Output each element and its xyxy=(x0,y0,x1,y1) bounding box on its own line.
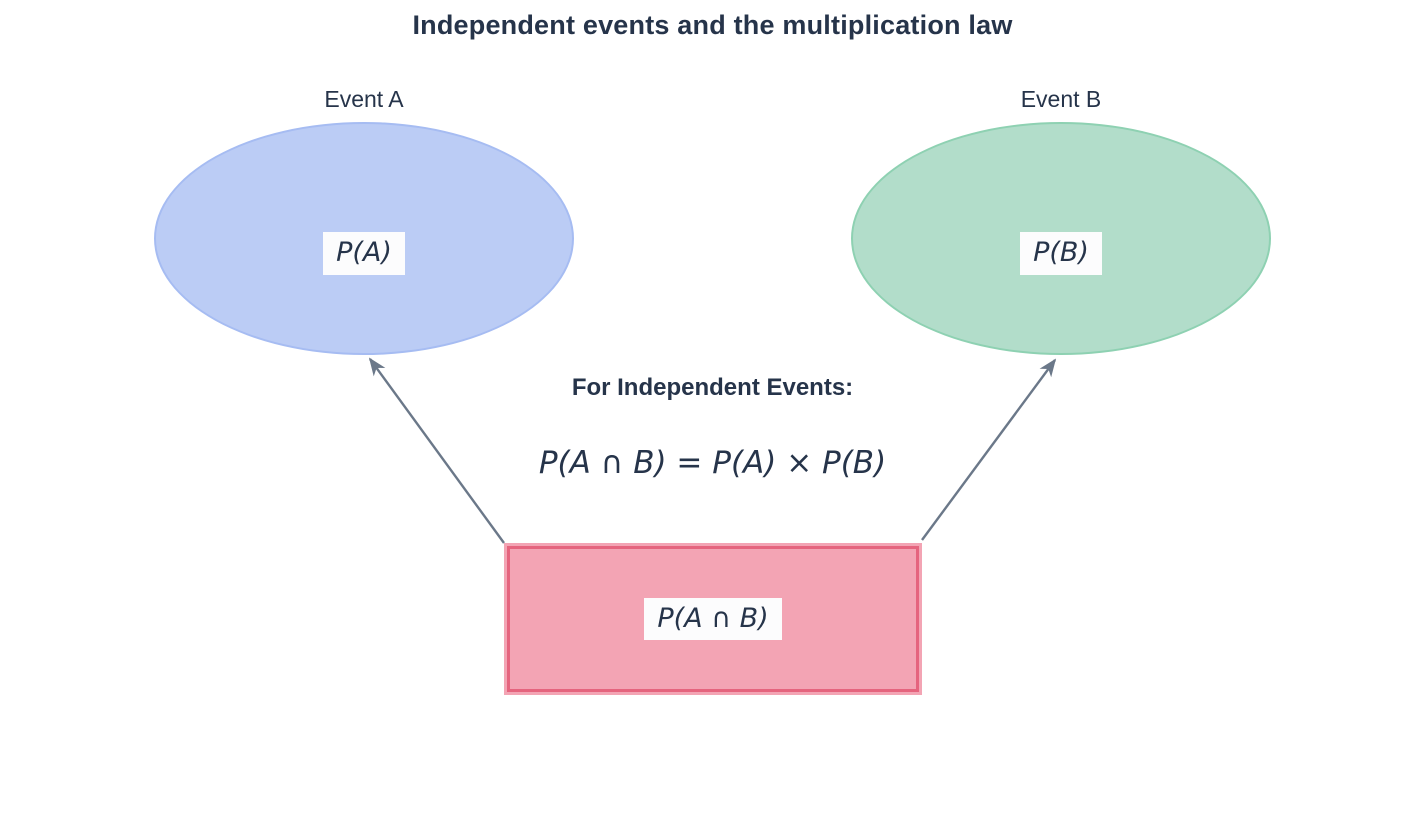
event-b-label: Event B xyxy=(1020,86,1102,112)
event-a-ellipse: P(A) xyxy=(154,122,574,355)
event-a-probability-label: P(A) xyxy=(323,232,405,275)
event-a-label: Event A xyxy=(324,86,404,112)
independent-events-heading: For Independent Events: xyxy=(571,374,854,401)
intersection-rect: P(A ∩ B) xyxy=(504,543,922,695)
diagram-title: Independent events and the multiplicatio… xyxy=(412,10,1013,40)
multiplication-law-formula: P(A ∩ B) = P(A) × P(B) xyxy=(538,445,887,481)
event-b-ellipse: P(B) xyxy=(851,122,1271,355)
event-b-probability-label: P(B) xyxy=(1020,232,1102,275)
intersection-probability-label: P(A ∩ B) xyxy=(644,597,782,641)
